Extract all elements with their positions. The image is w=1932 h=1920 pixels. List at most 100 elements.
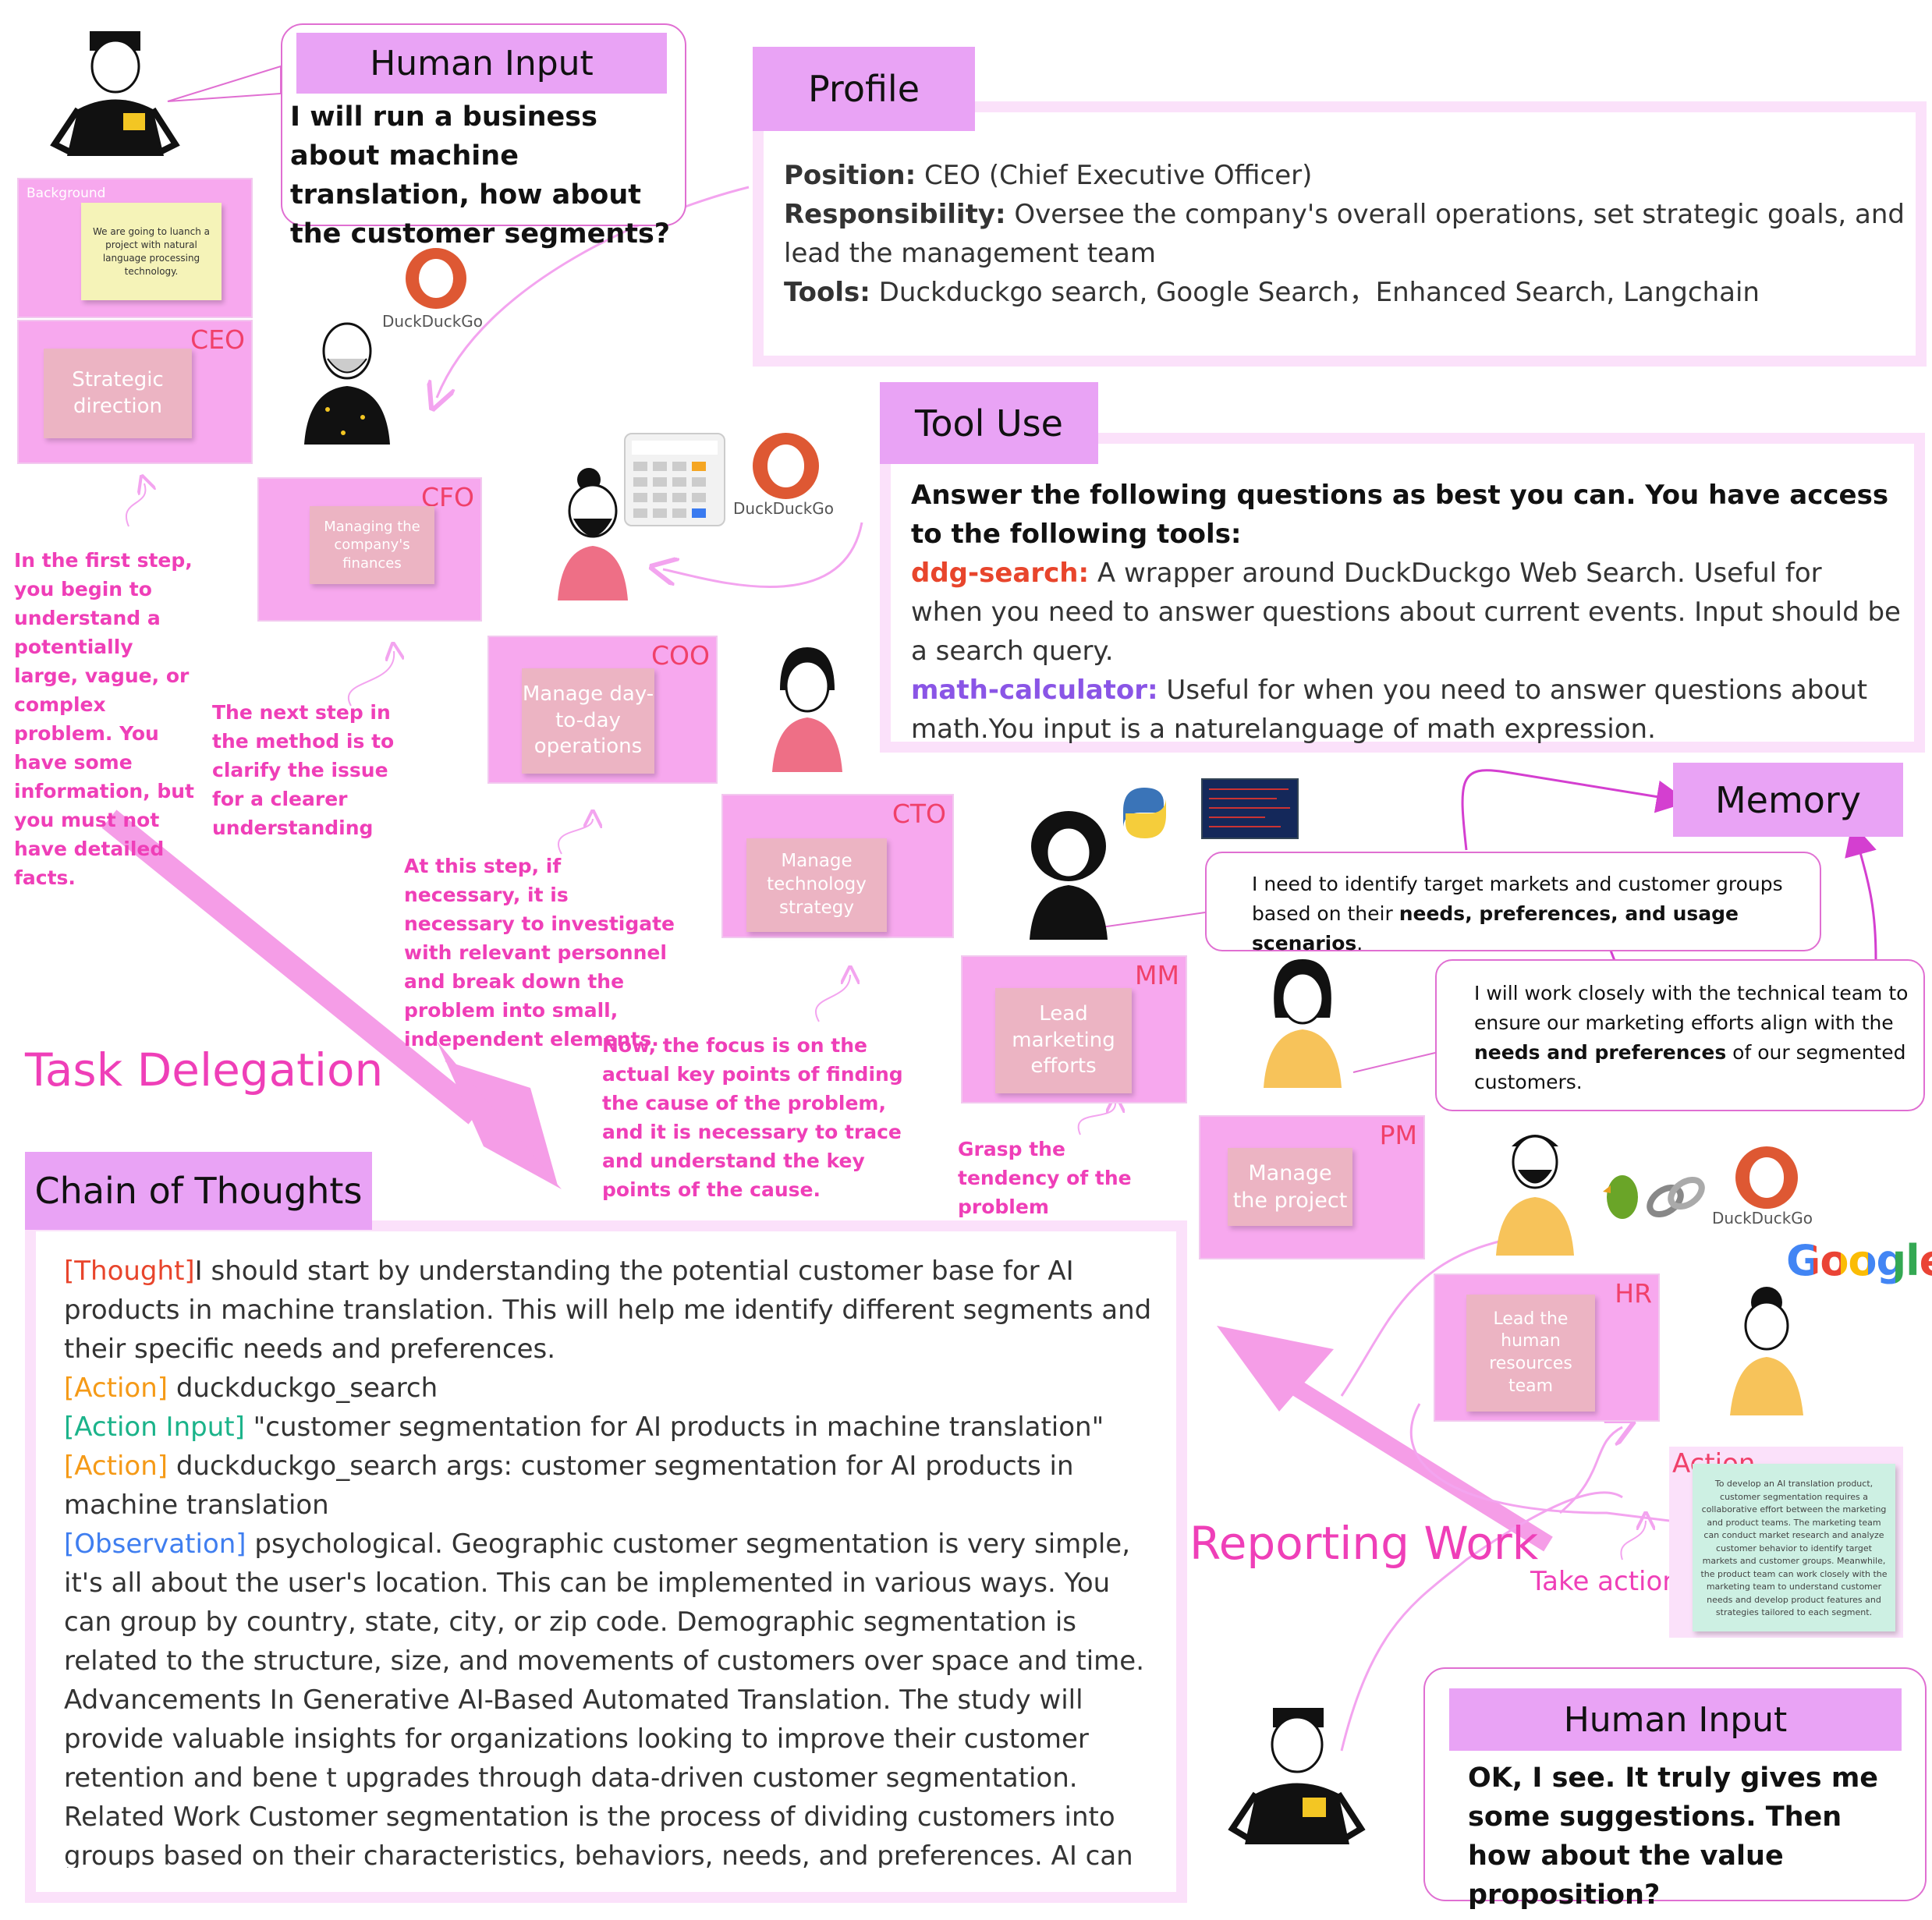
chain-action-2-tag: [Action] [64,1451,168,1482]
step-text-1: In the first step, you begin to understa… [14,549,195,889]
duckduckgo-label-2: DuckDuckGo [733,499,835,518]
chain-of-thoughts-header: Chain of Thoughts [25,1152,372,1230]
memory-bubble-2-text-c: of our segmented customers. [1474,1041,1906,1093]
chain-observation-text: psychological. Geographic customer segme… [64,1529,1145,1868]
role-card-cto: CTO Manage technology strategy [721,794,954,938]
step-text-3: At this step, if necessary, it is necess… [404,855,675,1050]
human-figure-bottom [1225,1704,1369,1848]
role-note-cto: Manage technology strategy [746,838,887,932]
tool-use-ddg: ddg-search: A wrapper around DuckDuckgo … [911,554,1902,671]
chain-action-2-text: duckduckgo_search args: customer segment… [64,1451,1074,1521]
tool-math-name: math-calculator: [911,675,1158,706]
terminal-screen-icon [1201,778,1299,839]
role-card-hr: HR Lead the human resources team [1434,1274,1660,1422]
profile-position-value: CEO (Chief Executive Officer) [916,160,1313,191]
pm-figure [1488,1123,1582,1256]
role-card-mm: MM Lead marketing efforts [961,955,1187,1103]
tool-math-desc: Useful for when you need to answer quest… [911,675,1868,745]
step-text-2: The next step in the method is to clarif… [212,701,395,839]
duckduckgo-label-3: DuckDuckGo [1712,1209,1813,1227]
cto-figure [1022,807,1115,940]
memory-bubble-1-text-a: I need to identify target markets and cu… [1252,873,1783,925]
action-card-note: To develop an AI translation product, cu… [1693,1464,1895,1631]
background-card: Background We are going to luanch a proj… [17,178,253,318]
action-card: Action To develop an AI translation prod… [1669,1447,1903,1638]
cfo-figure [546,464,640,600]
step-text-6: Take action [1530,1566,1679,1597]
role-tag-ceo: CEO [190,324,245,355]
chain-action-1-tag: [Action] [64,1373,168,1404]
role-note-cfo: Managing the company's finances [310,506,434,584]
memory-bubble-2-text-b: needs and preferences [1474,1041,1727,1064]
chain-action-2: [Action] duckduckgo_search args: custome… [64,1447,1156,1525]
calculator-icon [624,433,725,526]
role-card-ceo: CEO Strategic direction [17,320,253,464]
duckduckgo-icon-2 [753,433,819,499]
step-text-5: Grasp the tendency of the problem [958,1138,1132,1218]
step-text-4: Now, the focus is on the actual key poin… [602,1034,903,1201]
role-tag-hr: HR [1615,1278,1652,1309]
chain-action-input: [Action Input] "customer segmentation fo… [64,1408,1156,1447]
role-card-coo: COO Manage day-to-day operations [487,636,718,784]
memory-bubble-1-text: I need to identify target markets and cu… [1252,870,1798,958]
role-note-coo: Manage day-to-day operations [522,668,654,774]
memory-bubble-2-text: I will work closely with the technical t… [1474,979,1911,1097]
memory-bubble-1-text-c: . [1356,932,1363,955]
chain-thought-tag: [Thought] [64,1256,195,1287]
tool-ddg-name: ddg-search: [911,558,1090,589]
chain-thought-text: I should start by understanding the pote… [64,1256,1152,1365]
profile-responsibility: Responsibility: Oversee the company's ov… [784,195,1907,273]
profile-tools-value: Duckduckgo search, Google Search，Enhance… [870,277,1760,308]
role-note-mm: Lead marketing efforts [995,988,1132,1093]
role-note-pm: Manage the project [1228,1148,1352,1226]
profile-tools: Tools: Duckduckgo search, Google Search，… [784,273,1907,312]
duckduckgo-icon-3 [1735,1146,1798,1209]
tool-use-body: Answer the following questions as best y… [911,476,1902,749]
tool-use-header: Tool Use [880,382,1098,464]
memory-bubble-1-text-b: needs, preferences, and usage scenarios [1252,902,1739,955]
tool-use-panel [880,433,1925,753]
chain-action-1-text: duckduckgo_search [168,1373,438,1404]
chain-of-thoughts-panel [25,1220,1187,1903]
google-logo: Google [1786,1236,1932,1285]
role-card-cfo: CFO Managing the company's finances [257,477,482,622]
tool-use-intro: Answer the following questions as best y… [911,480,1889,550]
coo-figure [764,643,850,772]
human-figure-top [47,27,183,160]
profile-responsibility-value: Oversee the company's overall operations… [784,199,1905,269]
memory-header: Memory [1673,763,1903,837]
chain-action-input-text: "customer segmentation for AI products i… [244,1412,1104,1443]
task-delegation-label: Task Delegation [25,1043,384,1096]
memory-bubble-1 [1205,852,1821,951]
duckduckgo-label: DuckDuckGo [382,312,484,331]
memory-bubble-2 [1435,959,1925,1111]
python-icon [1115,780,1174,846]
ceo-figure [296,316,398,445]
profile-position-label: Position: [784,160,916,191]
profile-header: Profile [753,47,975,131]
human-input-bottom-header: Human Input [1449,1688,1902,1751]
profile-panel [753,101,1927,367]
memory-bubble-2-text-a: I will work closely with the technical t… [1474,982,1909,1034]
chain-of-thoughts-body: [Thought]I should start by understanding… [64,1252,1156,1868]
duckduckgo-icon [406,248,466,309]
role-note-hr: Lead the human resources team [1466,1295,1595,1412]
human-input-top-text: I will run a business about machine tran… [290,101,671,250]
profile-responsibility-label: Responsibility: [784,199,1006,230]
background-note: We are going to luanch a project with na… [81,203,222,300]
background-label: Background [27,186,106,201]
human-input-top-header: Human Input [296,33,667,94]
role-tag-pm: PM [1379,1120,1417,1150]
role-tag-mm: MM [1135,960,1179,990]
chain-action-1: [Action] duckduckgo_search [64,1369,1156,1408]
human-input-bottom-text: OK, I see. It truly gives me some sugges… [1468,1762,1879,1911]
chain-action-input-tag: [Action Input] [64,1412,245,1443]
chain-thought: [Thought]I should start by understanding… [64,1252,1156,1369]
role-tag-coo: COO [651,640,710,671]
profile-body: Position: CEO (Chief Executive Officer) … [784,156,1907,312]
langchain-parrot-icon [1599,1170,1708,1228]
chain-observation-tag: [Observation] [64,1529,246,1560]
role-card-pm: PM Manage the project [1199,1115,1425,1259]
google-logo-text: Google [1786,1236,1932,1285]
reporting-work-label: Reporting Work [1189,1517,1539,1570]
